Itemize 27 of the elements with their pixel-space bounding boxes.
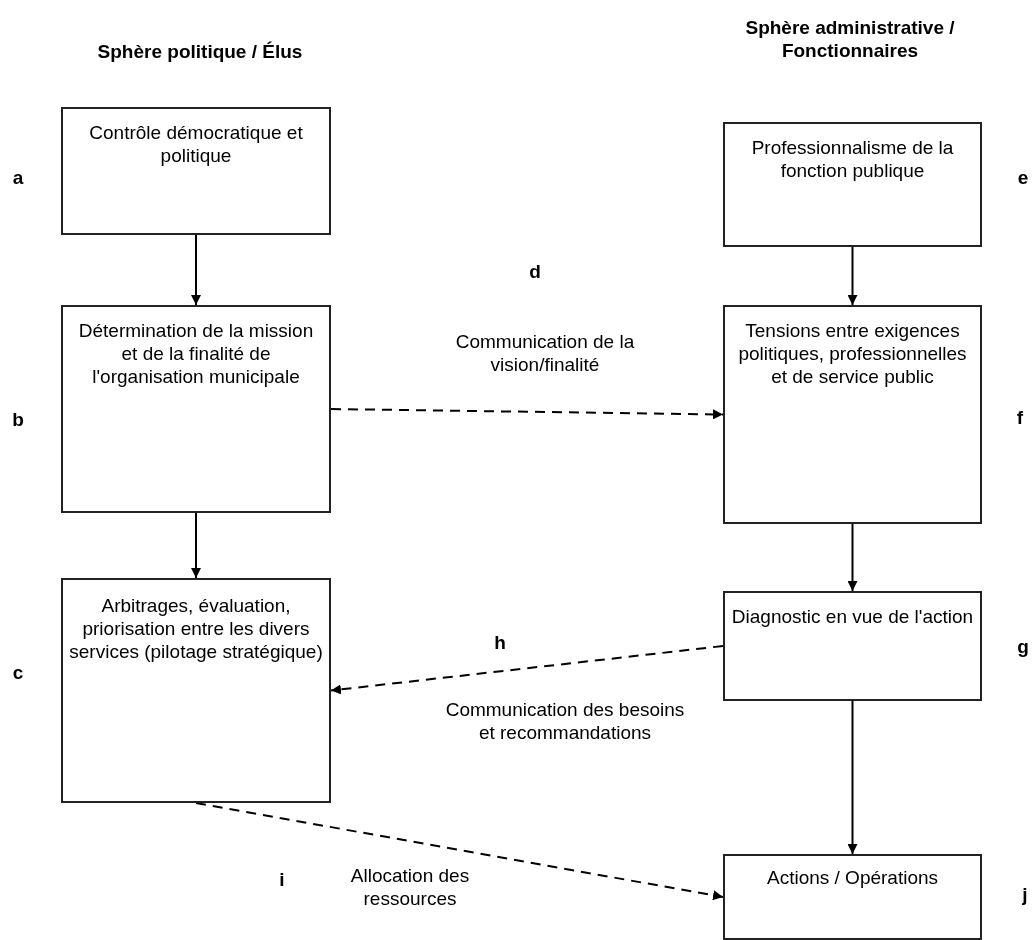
process-box: Contrôle démocratique et politique (61, 107, 331, 235)
arrow (191, 234, 201, 306)
process-box: Diagnostic en vue de l'action (723, 591, 982, 701)
letter-label: j (1021, 883, 1029, 906)
process-box: Détermination de la mission et de la finalité de l'organisation municipale (61, 305, 331, 513)
letter-label: e (1016, 166, 1030, 189)
process-box: Tensions entre exigences politiques, professionnelles et de service public (723, 305, 982, 524)
arrow (330, 408, 724, 420)
process-box: Professionnalisme de la fonction publique (723, 122, 982, 247)
letter-label: d (528, 260, 542, 283)
arrow (847, 246, 858, 306)
arrow (330, 645, 724, 695)
letter-label: a (11, 166, 25, 189)
arrow (847, 700, 858, 855)
arrow (191, 512, 201, 579)
letter-label: b (11, 408, 25, 431)
letter-label: h (493, 631, 507, 654)
process-box: Arbitrages, évaluation, priorisation entre les divers services (pilotage stratégique) (61, 578, 331, 803)
process-box: Actions / Opérations (723, 854, 982, 940)
column-heading: Sphère politique / Élus (96, 40, 304, 63)
column-heading: Sphère administrative / Fonctionnaires (744, 16, 956, 62)
arrow (195, 802, 724, 901)
letter-label: g (1016, 635, 1030, 658)
letter-label: f (1015, 406, 1025, 429)
letter-label: i (278, 868, 286, 891)
arrow (847, 523, 858, 592)
letter-label: c (11, 661, 25, 684)
